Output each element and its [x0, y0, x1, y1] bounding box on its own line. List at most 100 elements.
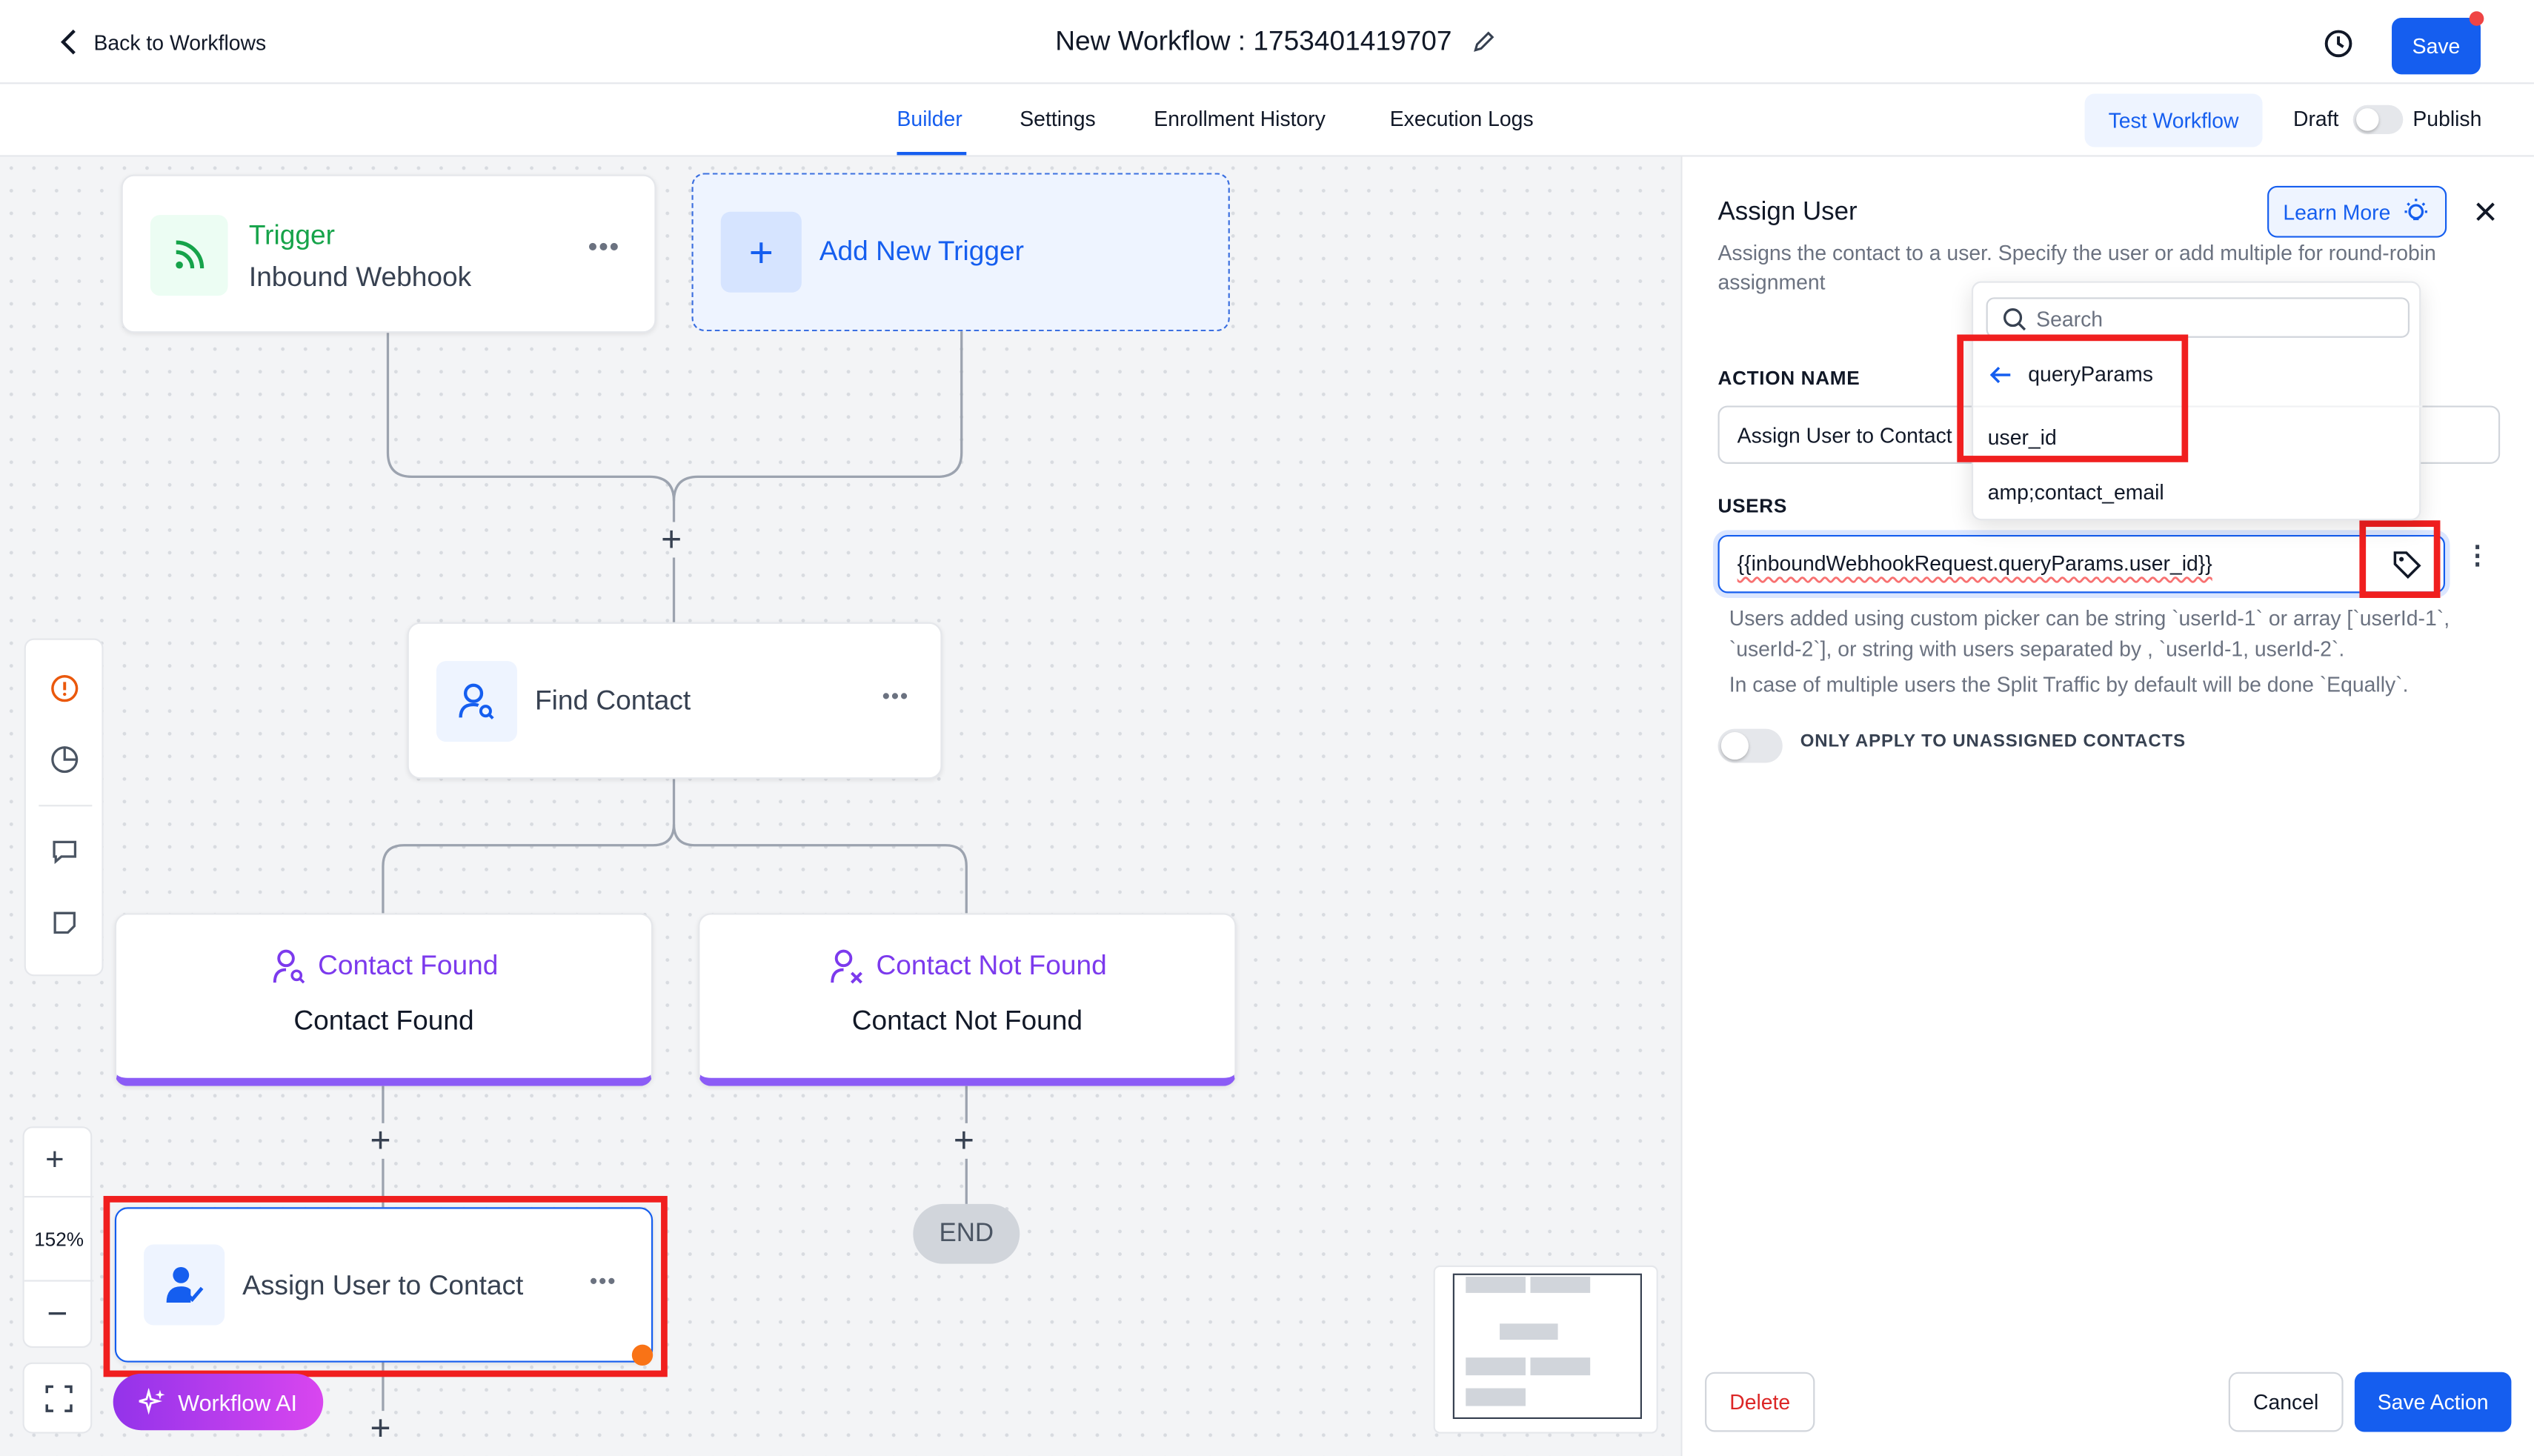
- dropdown-item-user-id[interactable]: user_id: [1987, 425, 2057, 450]
- tab-settings[interactable]: Settings: [1020, 106, 1096, 131]
- workflow-title-group: New Workflow : 1753401419707: [1055, 26, 1497, 59]
- delete-label: Delete: [1729, 1389, 1791, 1415]
- test-workflow-button[interactable]: Test Workflow: [2084, 93, 2263, 147]
- zoom-divider-bottom: [24, 1280, 94, 1282]
- add-step-button-found[interactable]: +: [370, 1120, 391, 1161]
- workflow-ai-label: Workflow AI: [178, 1389, 297, 1415]
- dropdown-item-contact-email[interactable]: amp;contact_email: [1987, 479, 2164, 505]
- publish-toggle[interactable]: [2352, 104, 2404, 135]
- assign-user-more-menu[interactable]: •••: [590, 1269, 617, 1293]
- comment-icon[interactable]: [50, 837, 79, 866]
- trigger-title: Trigger: [248, 219, 335, 251]
- user-x-icon: [831, 949, 863, 984]
- highlight-tag-button: [2359, 520, 2441, 599]
- contact-not-found-header: Contact Not Found: [699, 947, 1234, 985]
- add-new-trigger-node[interactable]: + Add New Trigger: [691, 173, 1230, 332]
- end-label: END: [939, 1219, 994, 1247]
- cancel-label: Cancel: [2253, 1389, 2319, 1415]
- contact-found-branch[interactable]: Contact Found Contact Found: [114, 913, 654, 1086]
- add-step-button-after-assign[interactable]: +: [370, 1407, 391, 1449]
- contact-not-found-label: Contact Not Found: [851, 1005, 1083, 1037]
- rss-webhook-icon: [176, 240, 204, 269]
- custom-value-picker-button[interactable]: [2375, 538, 2437, 590]
- dropdown-divider: [1973, 405, 2423, 408]
- back-label: Back to Workflows: [93, 30, 267, 55]
- test-workflow-label: Test Workflow: [2108, 108, 2239, 133]
- learn-more-button[interactable]: Learn More: [2267, 185, 2447, 238]
- trigger-more-menu[interactable]: •••: [588, 234, 621, 262]
- fit-view-button[interactable]: [22, 1362, 93, 1434]
- contact-not-found-title: Contact Not Found: [876, 950, 1107, 981]
- user-search-icon: [459, 683, 494, 719]
- toolbar-divider: [39, 805, 93, 807]
- sticky-note-icon[interactable]: [50, 908, 79, 937]
- save-button[interactable]: Save: [2392, 17, 2481, 75]
- draft-label: Draft: [2292, 106, 2339, 131]
- tab-execution-logs[interactable]: Execution Logs: [1389, 106, 1534, 131]
- pie-chart-icon[interactable]: [50, 745, 79, 774]
- action-name-label: ACTION NAME: [1717, 367, 1860, 390]
- save-button-label: Save: [2412, 33, 2461, 59]
- history-clock-icon[interactable]: [2322, 27, 2355, 60]
- alert-circle-icon[interactable]: [50, 674, 79, 703]
- warning-badge-icon: [631, 1344, 654, 1366]
- contact-not-found-branch[interactable]: Contact Not Found Contact Not Found: [698, 913, 1237, 1086]
- back-to-workflows-link[interactable]: Back to Workflows: [59, 27, 267, 56]
- close-icon[interactable]: [2475, 202, 2495, 222]
- publish-toggle-knob: [2356, 108, 2379, 131]
- zoom-in-button[interactable]: +: [45, 1143, 64, 1179]
- delete-button[interactable]: Delete: [1705, 1372, 1815, 1432]
- find-contact-more-menu[interactable]: •••: [882, 683, 910, 708]
- add-step-button[interactable]: +: [661, 519, 682, 559]
- edit-pencil-icon[interactable]: [1471, 29, 1497, 55]
- publish-label: Publish: [2412, 106, 2482, 131]
- notification-dot: [2469, 11, 2484, 26]
- find-contact-label: Find Contact: [534, 685, 691, 717]
- workflow-ai-button[interactable]: Workflow AI: [113, 1373, 324, 1431]
- panel-title: Assign User: [1717, 199, 1858, 227]
- cancel-button[interactable]: Cancel: [2228, 1372, 2344, 1432]
- save-action-button[interactable]: Save Action: [2354, 1372, 2512, 1432]
- user-search-icon: [273, 949, 305, 984]
- minimap-block: [1530, 1357, 1591, 1376]
- add-trigger-icon-box: +: [720, 211, 802, 293]
- action-settings-panel: Assign User Learn More Assigns the conta…: [1680, 156, 2534, 1456]
- users-more-menu[interactable]: ⋮: [2464, 542, 2491, 571]
- zoom-out-button[interactable]: −: [47, 1292, 68, 1334]
- minimap-block: [1466, 1357, 1526, 1376]
- add-trigger-label: Add New Trigger: [819, 236, 1024, 267]
- dropdown-back-item[interactable]: queryParams: [1989, 362, 2153, 387]
- trigger-subtitle: Inbound Webhook: [248, 262, 472, 293]
- contact-found-label: Contact Found: [293, 1005, 474, 1037]
- minimap-viewport: [1452, 1273, 1642, 1420]
- left-toolbar: [24, 638, 104, 977]
- tab-enrollment-history[interactable]: Enrollment History: [1154, 106, 1326, 131]
- users-split-note: In case of multiple users the Split Traf…: [1729, 672, 2409, 697]
- zoom-level: 152%: [34, 1228, 84, 1251]
- assign-user-node[interactable]: Assign User to Contact •••: [114, 1207, 654, 1366]
- minimap-block: [1466, 1388, 1526, 1406]
- sparkle-icon: [139, 1388, 165, 1415]
- webhook-icon-box: [150, 215, 228, 296]
- minimap-block: [1466, 1277, 1526, 1293]
- users-label: USERS: [1717, 494, 1787, 517]
- zoom-divider-top: [24, 1196, 94, 1198]
- add-step-button-not-found[interactable]: +: [953, 1120, 974, 1161]
- trigger-node[interactable]: Trigger Inbound Webhook •••: [121, 174, 656, 333]
- tabs-bar: Builder Settings Enrollment History Exec…: [0, 84, 2534, 157]
- top-bar: Back to Workflows New Workflow : 1753401…: [0, 0, 2534, 84]
- page-title: New Workflow : 1753401419707: [1055, 25, 1452, 57]
- dropdown-search-input[interactable]: Search: [1986, 297, 2410, 338]
- minimap-block: [1530, 1277, 1591, 1293]
- dropdown-back-label: queryParams: [2028, 362, 2153, 387]
- find-contact-node[interactable]: Find Contact •••: [407, 622, 942, 779]
- arrow-left-icon: [1989, 365, 2011, 382]
- workflow-canvas[interactable]: Trigger Inbound Webhook ••• + Add New Tr…: [0, 156, 1681, 1456]
- minimap[interactable]: [1433, 1265, 1658, 1434]
- tab-builder[interactable]: Builder: [897, 106, 962, 131]
- plus-icon: +: [748, 227, 774, 276]
- minimap-block: [1500, 1323, 1558, 1340]
- unassigned-only-toggle[interactable]: [1717, 728, 1783, 763]
- custom-values-dropdown: Search queryParams user_id amp;contact_e…: [1971, 281, 2423, 521]
- users-input[interactable]: {{inboundWebhookRequest.queryParams.user…: [1717, 534, 2446, 594]
